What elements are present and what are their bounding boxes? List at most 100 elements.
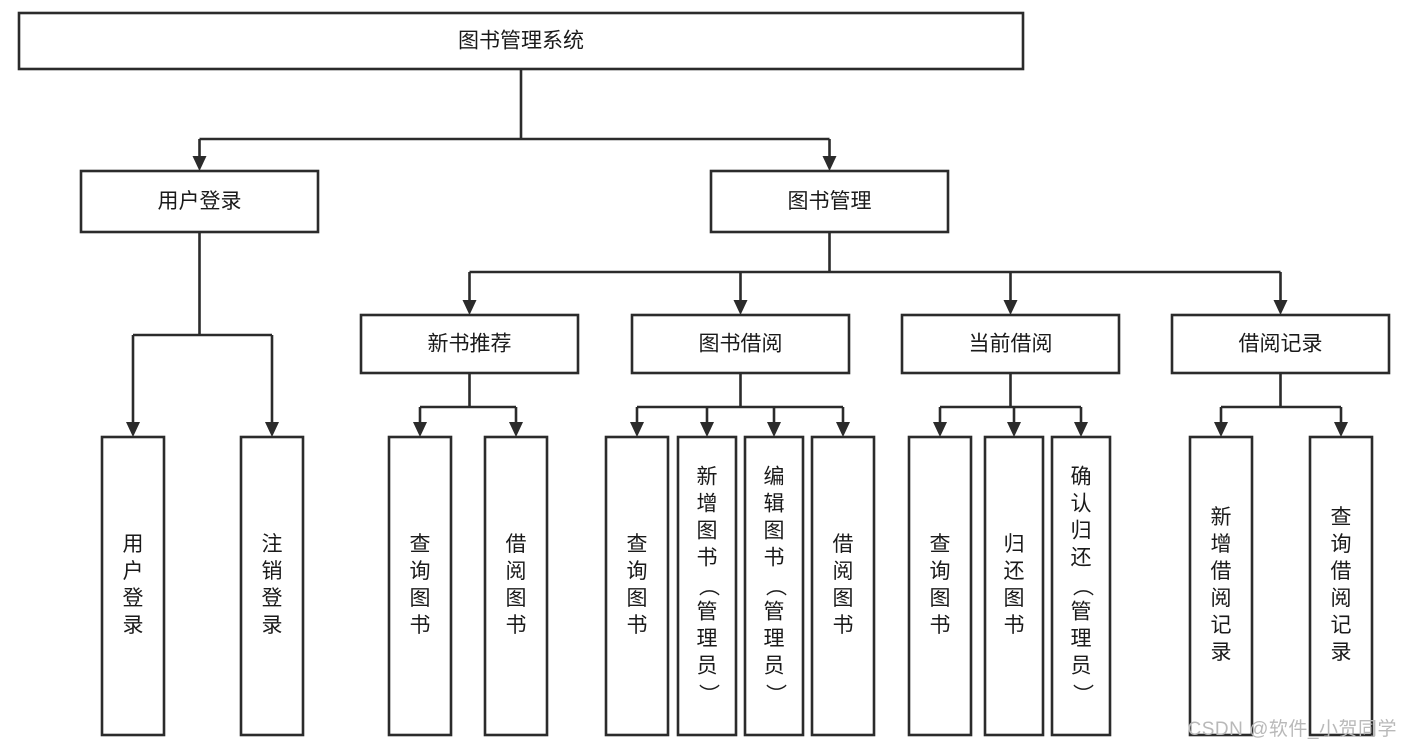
node-box-leaf-query-book-borrow	[604, 435, 670, 737]
book-borrow-to-leaf-borrow-book-arrowhead	[836, 422, 850, 437]
new-book-recommend-to-leaf-query-book-recommend-arrowhead	[413, 422, 427, 437]
node-box-leaf-query-borrow-record	[1308, 435, 1374, 737]
node-label-char: 增	[1211, 533, 1232, 556]
book-borrow-to-leaf-edit-book-admin-arrowhead	[767, 422, 781, 437]
node-label-char: 理	[697, 628, 718, 651]
node-box-current-borrow	[900, 313, 1121, 375]
node-label-char: 阅	[1331, 587, 1352, 610]
node-label-char: 新	[697, 466, 718, 489]
node-borrow-records[interactable]: 借阅记录	[1170, 313, 1391, 375]
node-label-char: 注	[262, 533, 283, 556]
node-label-char: 询	[627, 560, 648, 583]
node-box-book-management	[709, 169, 950, 234]
bm-to-current-borrow-arrowhead	[1003, 300, 1018, 315]
node-leaf-user-login[interactable]: 用户登录	[100, 435, 166, 737]
node-label-root: 图书管理系统	[458, 30, 584, 53]
node-label-char: 户	[123, 560, 144, 583]
node-label-char: 图	[697, 520, 718, 543]
book-borrow-to-leaf-query-book-borrow-arrowhead	[630, 422, 644, 437]
node-label-char: 辑	[764, 493, 785, 516]
node-label-char: 书	[697, 547, 718, 570]
node-label-char: 查	[1331, 506, 1352, 529]
node-label-char: （	[696, 576, 719, 597]
node-label-char: 录	[1331, 641, 1352, 664]
node-label-char: 记	[1211, 614, 1232, 637]
node-label-char: 登	[123, 587, 144, 610]
borrow-records-to-leaf-add-borrow-record-arrowhead	[1214, 422, 1228, 437]
node-label-char: 查	[930, 533, 951, 556]
node-label-char: 确	[1071, 466, 1092, 489]
node-label-char: 查	[627, 533, 648, 556]
node-label-char: 书	[833, 614, 854, 637]
node-box-leaf-borrow-book	[810, 435, 876, 737]
node-label-char: ）	[763, 684, 786, 705]
bm-to-book-borrow-arrowhead	[733, 300, 748, 315]
current-borrow-to-leaf-confirm-return-admin-arrowhead	[1074, 422, 1088, 437]
node-root[interactable]: 图书管理系统	[17, 11, 1025, 71]
node-label-char: 用	[123, 533, 144, 556]
node-label-char: 员	[764, 655, 785, 678]
node-label-char: （	[1070, 576, 1093, 597]
node-label-book-borrow: 图书借阅	[699, 333, 783, 356]
node-user-login[interactable]: 用户登录	[79, 169, 320, 234]
node-label-char: 归	[1071, 520, 1092, 543]
node-label-char: 书	[410, 614, 431, 637]
node-current-borrow[interactable]: 当前借阅	[900, 313, 1121, 375]
node-box-leaf-confirm-return-admin	[1050, 435, 1112, 737]
node-box-leaf-user-login	[100, 435, 166, 737]
connector-lines	[126, 69, 1348, 437]
node-box-leaf-add-borrow-record	[1188, 435, 1254, 737]
node-label-char: 书	[1004, 614, 1025, 637]
root-to-book-management-arrowhead	[822, 156, 837, 171]
node-book-management[interactable]: 图书管理	[709, 169, 950, 234]
node-label-char: 借	[1211, 560, 1232, 583]
node-box-root	[17, 11, 1025, 71]
node-label-char: 编	[764, 466, 785, 489]
node-label-new-book-recommend: 新书推荐	[428, 333, 512, 356]
ul-to-leaf-logout-login-arrowhead	[265, 422, 279, 437]
node-label-char: 书	[764, 547, 785, 570]
node-box-leaf-return-book	[983, 435, 1045, 737]
node-label-char: 询	[930, 560, 951, 583]
node-label-char: 借	[506, 533, 527, 556]
node-label-char: 销	[262, 560, 283, 583]
node-label-char: 阅	[506, 560, 527, 583]
node-label-char: 借	[833, 533, 854, 556]
node-label-char: 录	[1211, 641, 1232, 664]
node-label-char: 管	[697, 601, 718, 624]
node-label-char: 图	[833, 587, 854, 610]
bm-to-new-book-recommend-arrowhead	[462, 300, 477, 315]
node-label-borrow-records: 借阅记录	[1239, 333, 1323, 356]
node-box-leaf-query-book-recommend	[387, 435, 453, 737]
node-label-char: 记	[1331, 614, 1352, 637]
node-box-leaf-edit-book-admin	[743, 435, 805, 737]
node-book-borrow[interactable]: 图书借阅	[630, 313, 851, 375]
current-borrow-to-leaf-query-book-current-arrowhead	[933, 422, 947, 437]
node-label-char: 阅	[1211, 587, 1232, 610]
book-borrow-to-leaf-add-book-admin-arrowhead	[700, 422, 714, 437]
node-label-char: 阅	[833, 560, 854, 583]
node-box-borrow-records	[1170, 313, 1391, 375]
node-box-new-book-recommend	[359, 313, 580, 375]
borrow-records-to-leaf-query-borrow-record-arrowhead	[1334, 422, 1348, 437]
node-box-leaf-add-book-admin	[676, 435, 738, 737]
node-label-char: 认	[1071, 493, 1092, 516]
node-boxes: 图书管理系统用户登录图书管理新书推荐图书借阅当前借阅借阅记录用户登录注销登录查询…	[17, 11, 1391, 737]
node-label-char: 图	[506, 587, 527, 610]
node-label-char: 查	[410, 533, 431, 556]
node-new-book-recommend[interactable]: 新书推荐	[359, 313, 580, 375]
new-book-recommend-to-leaf-borrow-book-recommend-arrowhead	[509, 422, 523, 437]
